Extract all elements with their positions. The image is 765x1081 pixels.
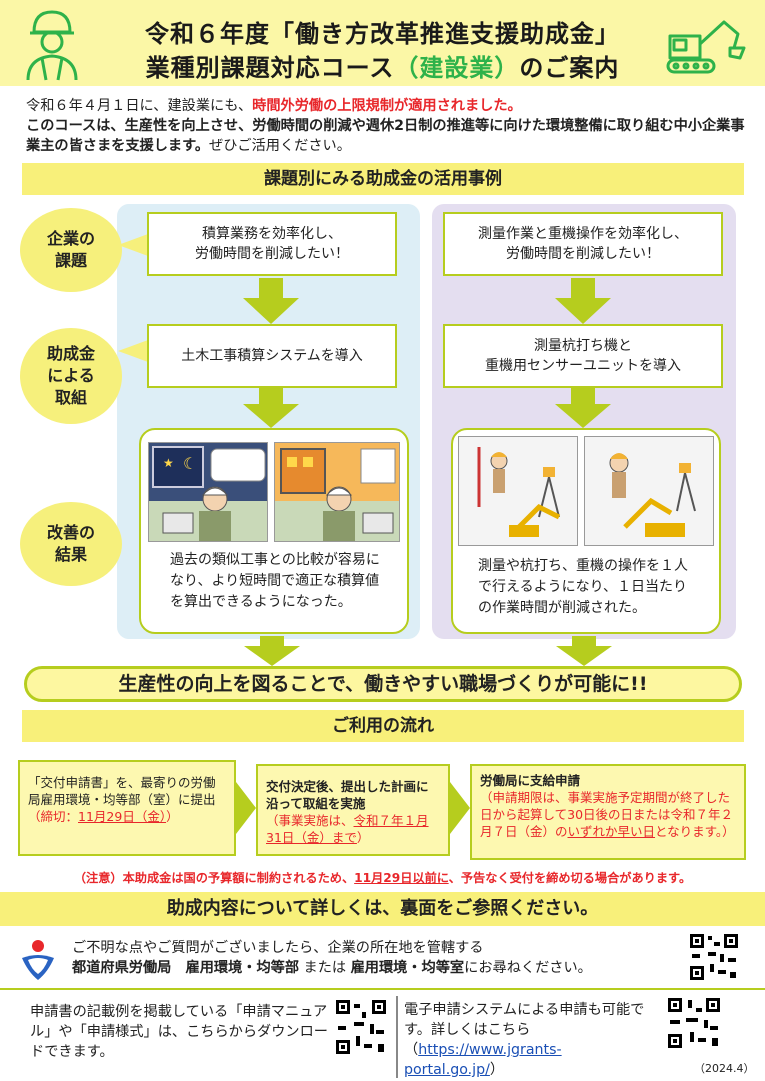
manual-qr-code[interactable] bbox=[334, 998, 388, 1056]
svg-text:☾: ☾ bbox=[183, 454, 197, 473]
down-arrow bbox=[243, 278, 299, 324]
flow-step2-note-post: ） bbox=[356, 830, 370, 845]
down-arrow bbox=[555, 278, 611, 324]
flow-step2-note-date: 令和７年１月31日（金）まで bbox=[266, 813, 429, 845]
illustration-single-operator bbox=[584, 436, 714, 546]
cases-section-title: 課題別にみる助成金の活用事例 bbox=[22, 163, 744, 195]
productivity-banner: 生産性の向上を図ることで、働きやすい職場づくりが可能に!! bbox=[24, 666, 742, 702]
divider bbox=[0, 988, 765, 990]
flow-step-3: 労働局に支給申請 （申請期限は、事業実施予定期間が終了した日から起算して30日後… bbox=[470, 764, 746, 860]
label-issue: 企業の 課題 bbox=[20, 208, 122, 292]
flow-step1-deadline-date: 11月29日（金） bbox=[78, 809, 167, 824]
flow-step-2: 交付決定後、提出した計画に沿って取組を実施 （事業実施は、令和７年１月31日（金… bbox=[256, 764, 450, 856]
contact-qr-code[interactable] bbox=[688, 932, 740, 982]
intro-line2-bold: このコースは、生産性を向上させ、労働時間の削減や週休2日制の推進等に向けた環境整… bbox=[26, 118, 745, 154]
illustration-survey-workers bbox=[458, 436, 578, 546]
flow-step1-deadline-pre: （締切： bbox=[28, 809, 79, 824]
details-bar: 助成内容について詳しくは、裏面をご参照ください。 bbox=[0, 892, 765, 926]
page-subtitle: 業種別課題対応コース（建設業）のご案内 bbox=[0, 48, 765, 83]
budget-warning-note: （注意）本助成金は国の予算額に制約されるため、11月29日以前に、予告なく受付を… bbox=[73, 871, 692, 885]
flow-step2-note-pre: （事業実施は、 bbox=[266, 813, 354, 828]
page-title: 令和６年度「働き方改革推進支援助成金」 bbox=[145, 20, 620, 48]
intro-line1-red: 時間外労働の上限規制が適用されました。 bbox=[252, 98, 522, 114]
down-arrow bbox=[556, 636, 612, 666]
pointer-arrow bbox=[118, 234, 148, 256]
left-issue-box: 積算業務を効率化し、 労働時間を削減したい！ bbox=[147, 212, 397, 276]
left-result-text: 過去の類似工事との比較が容易になり、より短時間で適正な積算値を算出できるようにな… bbox=[170, 552, 380, 610]
intro-text: 令和６年４月１日に、建設業にも、時間外労働の上限規制が適用されました。 このコー… bbox=[26, 96, 746, 156]
contact-text: ご不明な点やご質問がございましたら、企業の所在地を管轄する 都道府県労働局 雇用… bbox=[72, 938, 672, 978]
flow-step-1: 「交付申請書」を、最寄りの労働局雇用環境・均等部（室）に提出 （締切：11月29… bbox=[18, 760, 236, 856]
flow-step3-note-pre: （申請期限は、事業実施予定期間が終了した日から起算して30日後の日または令和７年… bbox=[480, 790, 734, 839]
left-action-box: 土木工事積算システムを導入 bbox=[147, 324, 397, 388]
down-arrow bbox=[244, 636, 300, 666]
down-arrow bbox=[243, 388, 299, 428]
label-result: 改善の 結果 bbox=[20, 502, 122, 586]
jgrants-link[interactable]: https://www.jgrants-portal.go.jp/ bbox=[404, 1042, 562, 1078]
subtitle-post: のご案内 bbox=[519, 54, 620, 82]
manual-download-text: 申請書の記載例を掲載している「申請マニュアル」や「申請様式」は、こちらからダウン… bbox=[30, 1004, 328, 1060]
right-arrow bbox=[450, 782, 470, 834]
flow-step1-deadline-post: ） bbox=[166, 809, 179, 824]
flow-step3-title: 労働局に支給申請 bbox=[480, 773, 581, 788]
pointer-arrow bbox=[118, 340, 148, 362]
down-arrow bbox=[555, 388, 611, 428]
header bbox=[0, 0, 765, 86]
subtitle-pre: 業種別課題対応コース bbox=[145, 54, 395, 82]
flow-step2-title: 交付決定後、提出した計画に沿って取組を実施 bbox=[266, 779, 429, 811]
footer-divider bbox=[396, 996, 398, 1078]
flow-step3-note-underline: いずれか早い日 bbox=[567, 824, 656, 839]
illustration-day-office bbox=[274, 442, 400, 542]
intro-line1: 令和６年４月１日に、建設業にも、 bbox=[26, 98, 253, 114]
label-action: 助成金 による 取組 bbox=[20, 328, 122, 424]
excavator-icon bbox=[666, 20, 746, 74]
contact-line1: ご不明な点やご質問がございましたら、企業の所在地を管轄する bbox=[72, 940, 484, 956]
svg-text:★: ★ bbox=[163, 456, 174, 470]
warning-date: 11月29日以前に bbox=[354, 871, 449, 885]
right-issue-box: 測量作業と重機操作を効率化し、 労働時間を削減したい！ bbox=[443, 212, 723, 276]
subtitle-highlight: （建設業） bbox=[394, 54, 520, 82]
publication-date: （2024.4） bbox=[694, 1062, 755, 1075]
worker-icon bbox=[26, 10, 78, 81]
e-application-text: 電子申請システムによる申請も可能です。詳しくはこちら （https://www.… bbox=[404, 1002, 645, 1078]
flow-step1-text: 「交付申請書」を、最寄りの労働局雇用環境・均等部（室）に提出 bbox=[28, 775, 216, 807]
illustration-night-office: ★ ☾ bbox=[148, 442, 268, 542]
jgrants-qr-code[interactable] bbox=[666, 996, 722, 1050]
mhlw-logo-icon bbox=[22, 940, 54, 980]
right-action-box: 測量杭打ち機と 重機用センサーユニットを導入 bbox=[443, 324, 723, 388]
flow-section-title: ご利用の流れ bbox=[22, 710, 744, 742]
right-arrow bbox=[236, 782, 256, 834]
flow-step3-note-post: となります。） bbox=[655, 824, 735, 839]
intro-line2-tail: ぜひご活用ください。 bbox=[209, 138, 351, 154]
right-result-text: 測量や杭打ち、重機の操作を１人で行えるようになり、１日当たりの作業時間が削減され… bbox=[478, 558, 688, 616]
